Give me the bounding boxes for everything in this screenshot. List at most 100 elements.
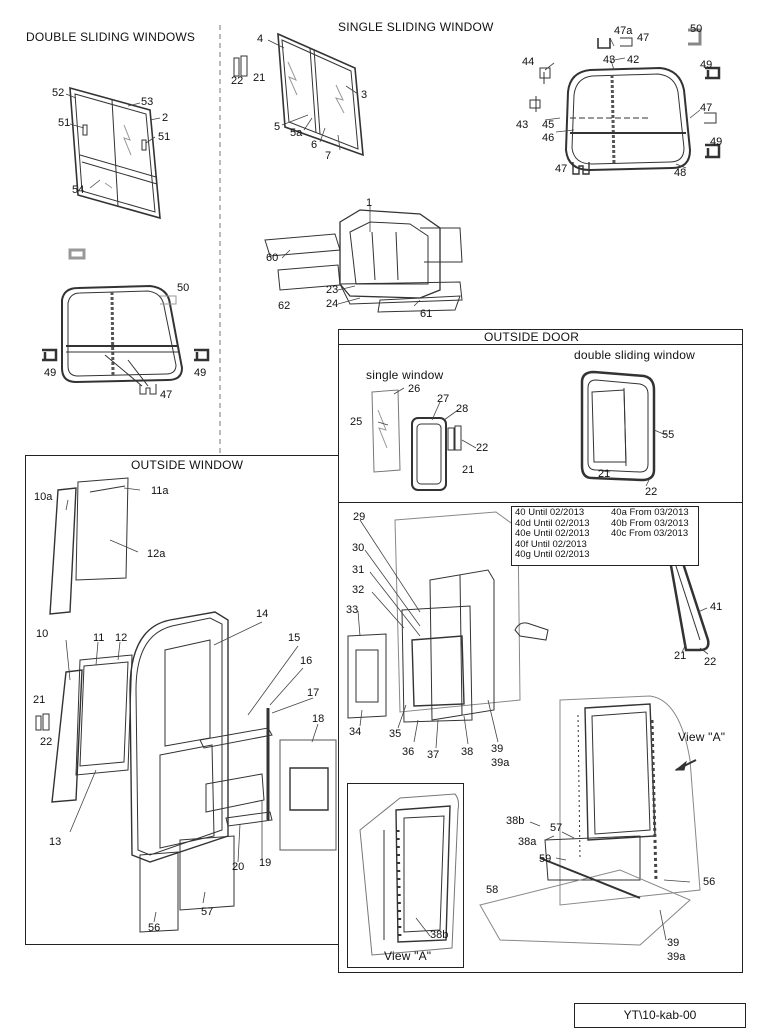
callout-35: 35	[389, 728, 402, 740]
section-title-outside-window: OUTSIDE WINDOW	[131, 458, 244, 472]
callout-49: 49	[194, 367, 207, 379]
revision-note-row: 40g Until 02/2013	[515, 550, 695, 561]
callout-21: 21	[598, 468, 611, 480]
callout-48: 48	[674, 167, 687, 179]
callout-30: 30	[352, 542, 365, 554]
callout-17: 17	[307, 687, 320, 699]
callout-22: 22	[231, 75, 244, 87]
callout-47a: 47a	[614, 25, 633, 37]
callout-1: 1	[366, 197, 373, 209]
callout-23: 23	[326, 284, 339, 296]
callout-2: 2	[162, 112, 169, 124]
revision-note-right: 40b From 03/2013	[611, 517, 689, 529]
callout-62: 62	[278, 300, 291, 312]
callout-22: 22	[476, 442, 489, 454]
callout-36: 36	[402, 746, 415, 758]
callout-49: 49	[44, 367, 57, 379]
callout-29: 29	[353, 511, 366, 523]
revision-note-row: 40d Until 02/2013 40b From 03/2013	[515, 517, 695, 530]
outside-door-window-drawings	[372, 372, 654, 490]
outside-door-divider	[338, 502, 743, 503]
callout-39: 39	[667, 937, 680, 949]
callout-44: 44	[522, 56, 535, 68]
outside-door-header-rule	[338, 329, 743, 345]
revision-note-left: 40e Until 02/2013	[515, 528, 590, 540]
section-title-double-sliding-windows: DOUBLE SLIDING WINDOWS	[26, 30, 196, 44]
callout-20: 20	[232, 861, 245, 873]
callout-61: 61	[420, 308, 433, 320]
callout-37: 37	[427, 749, 440, 761]
caption-single-window: single window	[366, 368, 444, 382]
section-title-single-sliding-window: SINGLE SLIDING WINDOW	[338, 20, 494, 34]
callout-56: 56	[703, 876, 716, 888]
callout-58: 58	[486, 884, 499, 896]
callout-6: 6	[311, 139, 318, 151]
revision-note-right: 40a From 03/2013	[611, 507, 689, 518]
callout-3: 3	[361, 89, 368, 101]
callout-49: 49	[710, 136, 723, 148]
single-sliding-window-drawing	[234, 34, 363, 155]
callout-18: 18	[312, 713, 325, 725]
revision-note-left: 40g Until 02/2013	[515, 549, 590, 561]
callout-26: 26	[408, 383, 421, 395]
callout-21: 21	[674, 650, 687, 662]
callout-21: 21	[462, 464, 475, 476]
callout-50: 50	[690, 23, 703, 35]
view-a-inset-drawing	[360, 794, 459, 955]
callout-16: 16	[300, 655, 313, 667]
callout-10: 10	[36, 628, 49, 640]
revision-note-row: 40e Until 02/2013 40c From 03/2013	[515, 528, 695, 540]
double-sliding-window-drawing	[70, 88, 160, 218]
callout-38: 38	[461, 746, 474, 758]
callout-21: 21	[253, 72, 266, 84]
callout-4: 4	[257, 33, 264, 45]
callout-28: 28	[456, 403, 469, 415]
revision-note-row: 40f Until 02/2013	[515, 539, 695, 551]
callout-12a: 12a	[147, 548, 166, 560]
callout-54: 54	[72, 184, 85, 196]
callout-11: 11	[93, 632, 105, 644]
callout-51: 51	[58, 117, 71, 129]
callout-47: 47	[700, 102, 713, 114]
callout-11a: 11a	[151, 485, 169, 497]
callout-52: 52	[52, 87, 65, 99]
callout-10a: 10a	[34, 491, 53, 503]
callout-12: 12	[115, 632, 128, 644]
section-title-outside-door: OUTSIDE DOOR	[484, 330, 580, 344]
cab-view-a-drawing	[480, 696, 700, 945]
callout-46: 46	[542, 132, 555, 144]
callout-57: 57	[550, 822, 563, 834]
callout-57: 57	[201, 906, 214, 918]
cab-overview-drawing	[265, 210, 462, 312]
view-a-inset-frame	[347, 783, 464, 968]
callout-50: 50	[177, 282, 190, 294]
callout-45: 45	[542, 119, 555, 131]
callout-7: 7	[325, 150, 332, 162]
callout-27: 27	[437, 393, 450, 405]
callout-13: 13	[49, 836, 62, 848]
drawing-code: YT\10-kab-00	[574, 1003, 746, 1028]
callout-56: 56	[148, 922, 161, 934]
callout-38b: 38b	[430, 929, 449, 941]
callout-32: 32	[352, 584, 365, 596]
view-a-arrow-label: View "A"	[678, 730, 726, 744]
callout-49: 49	[700, 59, 713, 71]
callout-41: 41	[710, 601, 723, 613]
callout-22: 22	[40, 736, 53, 748]
callout-15: 15	[288, 632, 301, 644]
callout-53: 53	[141, 96, 154, 108]
callout-43: 43	[603, 54, 616, 66]
revision-note-right: 40c From 03/2013	[611, 528, 689, 540]
callout-34: 34	[349, 726, 362, 738]
revision-note-left: 40d Until 02/2013	[515, 517, 590, 529]
callout-39a: 39a	[667, 951, 686, 963]
callout-31: 31	[352, 564, 365, 576]
callout-19: 19	[259, 857, 272, 869]
callout-47: 47	[160, 389, 173, 401]
callout-25: 25	[350, 416, 363, 428]
callout-22: 22	[704, 656, 717, 668]
outside-window-drawing	[36, 478, 336, 932]
view-a-inset-label: View "A"	[384, 949, 432, 963]
